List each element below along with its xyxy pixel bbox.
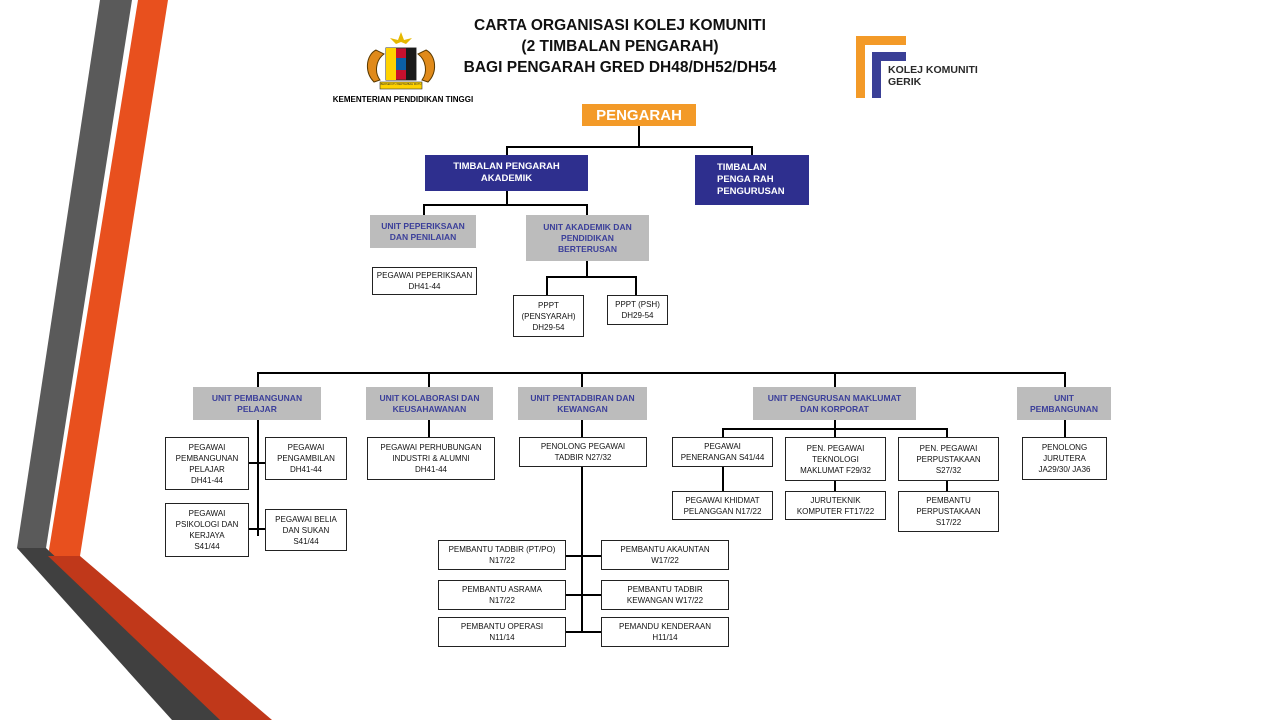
orange-stripe-top bbox=[48, 0, 168, 556]
position-information-officer: PEGAWAI PENERANGAN S41/44 bbox=[672, 437, 773, 467]
position-vehicle-driver: PEMANDU KENDERAAN H11/14 bbox=[601, 617, 729, 647]
unit-collaboration-entrepreneurship: UNIT KOLABORASI DAN KEUSAHAWANAN bbox=[366, 387, 493, 420]
position-youth-sports-officer: PEGAWAI BELIA DAN SUKAN S41/44 bbox=[265, 509, 347, 551]
position-operations-assistant: PEMBANTU OPERASI N11/14 bbox=[438, 617, 566, 647]
position-psychology-career-officer: PEGAWAI PSIKOLOGI DAN KERJAYA S41/44 bbox=[165, 503, 249, 557]
position-finance-admin-assistant: PEMBANTU TADBIR KEWANGAN W17/22 bbox=[601, 580, 729, 610]
title-line-2: (2 TIMBALAN PENGARAH) bbox=[521, 38, 719, 55]
orange-stripe-bottom bbox=[48, 556, 272, 720]
deputy-director-academic: TIMBALAN PENGARAH AKADEMIK bbox=[425, 155, 588, 191]
college-logo-text: KOLEJ KOMUNITI GERIK bbox=[888, 64, 978, 88]
motto-banner: BERSEKUTU BERTAMBAH MUTU bbox=[380, 83, 422, 86]
position-accounts-assistant: PEMBANTU AKAUNTAN W17/22 bbox=[601, 540, 729, 570]
position-intake-officer: PEGAWAI PENGAMBILAN DH41-44 bbox=[265, 437, 347, 480]
title-line-3: BAGI PENGARAH GRED DH48/DH52/DH54 bbox=[463, 59, 777, 76]
unit-development: UNIT PEMBANGUNAN bbox=[1017, 387, 1111, 420]
title-line-1: CARTA ORGANISASI KOLEJ KOMUNITI bbox=[474, 17, 766, 34]
position-student-development-officer: PEGAWAI PEMBANGUNAN PELAJAR DH41-44 bbox=[165, 437, 249, 490]
position-pppt-psh: PPPT (PSH) DH29-54 bbox=[607, 295, 668, 325]
position-industry-alumni-officer: PEGAWAI PERHUBUNGAN INDUSTRI & ALUMNI DH… bbox=[367, 437, 495, 480]
page-title: CARTA ORGANISASI KOLEJ KOMUNITI (2 TIMBA… bbox=[440, 15, 800, 78]
position-library-asst-officer: PEN. PEGAWAI PERPUSTAKAAN S27/32 bbox=[898, 437, 999, 481]
deputy-director-management: TIMBALAN PENGA RAH PENGURUSAN bbox=[695, 155, 809, 205]
position-admin-assistant-ptpo: PEMBANTU TADBIR (PT/PO) N17/22 bbox=[438, 540, 566, 570]
position-hostel-assistant: PEMBANTU ASRAMA N17/22 bbox=[438, 580, 566, 610]
position-library-assistant: PEMBANTU PERPUSTAKAAN S17/22 bbox=[898, 491, 999, 532]
unit-information-corporate: UNIT PENGURUSAN MAKLUMAT DAN KORPORAT bbox=[753, 387, 916, 420]
position-exam-officer: PEGAWAI PEPERIKSAAN DH41-44 bbox=[372, 267, 477, 295]
unit-exam-assessment: UNIT PEPERIKSAAN DAN PENILAIAN bbox=[370, 215, 476, 248]
unit-student-development: UNIT PEMBANGUNAN PELAJAR bbox=[193, 387, 321, 420]
decorative-stripes bbox=[17, 0, 272, 720]
position-pppt-lecturer: PPPT (PENSYARAH) DH29-54 bbox=[513, 295, 584, 337]
grey-stripe-top bbox=[17, 0, 132, 548]
position-asst-admin-officer: PENOLONG PEGAWAI TADBIR N27/32 bbox=[519, 437, 647, 467]
ministry-label: KEMENTERIAN PENDIDIKAN TINGGI bbox=[332, 95, 474, 104]
position-asst-engineer: PENOLONG JURUTERA JA29/30/ JA36 bbox=[1022, 437, 1107, 480]
position-customer-service-officer: PEGAWAI KHIDMAT PELANGGAN N17/22 bbox=[672, 491, 773, 520]
position-computer-technician: JURUTEKNIK KOMPUTER FT17/22 bbox=[785, 491, 886, 520]
unit-academic-continuing-education: UNIT AKADEMIK DAN PENDIDIKAN BERTERUSAN bbox=[526, 215, 649, 261]
unit-administration-finance: UNIT PENTADBIRAN DAN KEWANGAN bbox=[518, 387, 647, 420]
director-box: PENGARAH bbox=[582, 104, 696, 126]
college-logo bbox=[856, 36, 906, 98]
coat-of-arms-logo bbox=[367, 32, 435, 90]
position-it-asst-officer: PEN. PEGAWAI TEKNOLOGI MAKLUMAT F29/32 bbox=[785, 437, 886, 481]
